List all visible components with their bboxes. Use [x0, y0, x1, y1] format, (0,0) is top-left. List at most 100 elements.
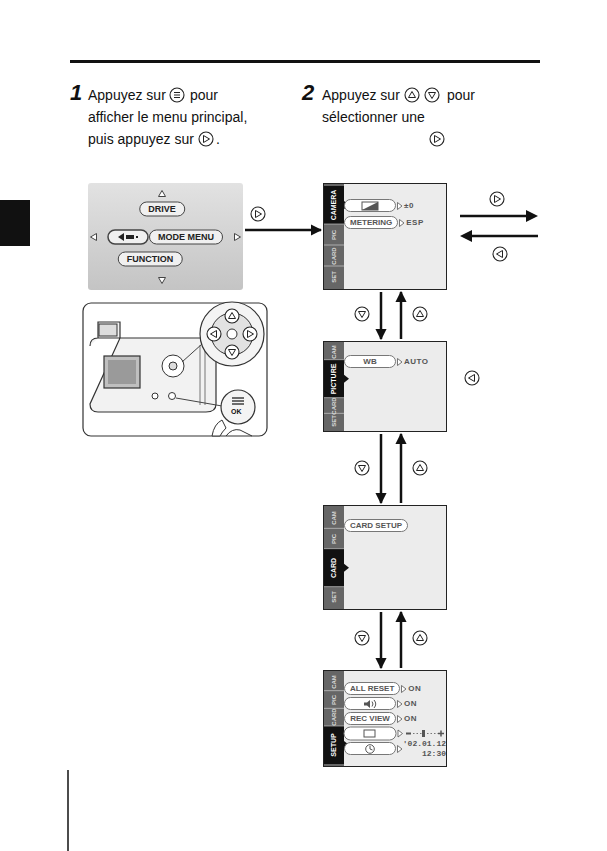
item-value: ±0 [404, 200, 414, 211]
tab-label: CARD [330, 558, 338, 578]
tab-label: PIC [330, 533, 338, 543]
pill-icon [359, 698, 381, 709]
instruction-text: pour [190, 87, 218, 103]
tab-label: CAM [330, 345, 338, 359]
pill-icon [359, 200, 381, 211]
button-icon [413, 307, 427, 321]
button-icon [207, 327, 221, 341]
item-label: REC VIEW [350, 713, 390, 724]
button-icon [405, 88, 419, 102]
button-icon [251, 207, 265, 221]
menu-screen: CAMERAPICCARDSET±0METERINGESP [323, 183, 447, 290]
instruction-text: OK [231, 408, 242, 415]
item-value: '02.01.12 12:30 [402, 739, 446, 759]
tab-label: CARD [330, 708, 338, 725]
section-tab [0, 200, 30, 246]
button-icon [490, 192, 504, 206]
instruction-text: afficher le menu principal, [88, 109, 247, 125]
item-label: WB [350, 356, 390, 367]
button-icon [413, 631, 427, 645]
button-label: FUNCTION [127, 254, 174, 265]
item-label: ALL RESET [350, 683, 394, 694]
item-value: ESP [406, 217, 424, 228]
menu-screen: CAMPICCARDSETUPALL RESETONONREC VIEWON'0… [323, 670, 447, 767]
flow-arrow [380, 612, 383, 668]
instruction-text: puis appuyez sur [88, 131, 194, 147]
instruction-text: . [216, 131, 220, 147]
flow-arrow [380, 292, 383, 339]
tab-label: PIC [330, 694, 338, 704]
tab-label: CAMERA [330, 190, 338, 221]
tab-label: SET [330, 415, 338, 427]
button-icon [355, 631, 369, 645]
button-icon [465, 371, 479, 385]
value-marker [397, 202, 403, 210]
value-marker [397, 715, 403, 723]
menu-ok-icon [232, 398, 244, 404]
tab-label: SETUP [330, 733, 338, 756]
menu-button: FUNCTION [118, 252, 183, 267]
camera-illustration [83, 302, 267, 436]
button-icon [493, 247, 507, 261]
pill-icon [359, 743, 381, 754]
item-value: ON [408, 683, 421, 694]
item-value: AUTO [404, 356, 429, 367]
menu-button: MODE MENU [149, 230, 223, 245]
value-marker [397, 358, 403, 366]
button-icon [243, 327, 257, 341]
flow-arrow [400, 612, 403, 668]
tab-label: SET [330, 271, 338, 283]
flow-arrow [400, 292, 403, 339]
tab-label: CAM [330, 511, 338, 525]
menu-button: DRIVE [139, 202, 185, 217]
button-icon [199, 132, 213, 146]
tab-label: CARD [330, 247, 338, 264]
top-rule [70, 60, 540, 63]
instruction-text: Appuyez sur [322, 87, 400, 103]
button-icons [170, 88, 507, 645]
button-icon [170, 88, 184, 102]
button-icon [413, 461, 427, 475]
value-marker [397, 745, 403, 753]
flow-arrow [245, 229, 321, 232]
instruction-text: sélectionner une [322, 109, 425, 125]
value-marker [397, 700, 403, 708]
button-label: MODE MENU [158, 232, 214, 243]
main-menu-screen: DRIVE MODE MENU FUNCTION [88, 183, 243, 290]
tab-label: PICTURE [330, 363, 338, 394]
menu-item: '02.01.12 12:30 [344, 742, 396, 755]
menu-screen: CAM PICTURE CARDSET WB AUTO [323, 341, 447, 432]
menu-item: ALL RESETON [344, 682, 400, 695]
button-icon [225, 345, 239, 359]
tab-label: SET [330, 591, 338, 603]
button-label: DRIVE [148, 204, 176, 215]
menu-item: REC VIEWON [344, 712, 396, 725]
flow-arrow [380, 434, 383, 503]
button-icon [355, 461, 369, 475]
button-icon [430, 132, 444, 146]
button-icon [425, 88, 439, 102]
instruction-text: 2 [302, 80, 314, 106]
flow-arrow [400, 434, 403, 503]
menu-item: ±0 [344, 199, 396, 212]
tab-label: CARD [330, 397, 338, 414]
tab-label: PIC [330, 229, 338, 239]
item-label: CARD SETUP [350, 520, 402, 531]
instruction-text: 1 [70, 80, 82, 106]
side-arrows [460, 210, 538, 242]
tab-label: CAM [330, 675, 338, 689]
menu-screen: CAM PIC CARD SET CARD SETUP [323, 505, 447, 610]
item-value: ON [404, 698, 417, 709]
item-value: ON [404, 713, 417, 724]
button-icon [225, 309, 239, 323]
instruction-text: pour [447, 87, 475, 103]
value-marker [401, 685, 407, 693]
item-label: METERING [350, 217, 392, 228]
value-marker [399, 219, 405, 227]
menu-item: CARD SETUP [344, 519, 408, 532]
button-icon [355, 307, 369, 321]
menu-item: METERINGESP [344, 216, 398, 229]
